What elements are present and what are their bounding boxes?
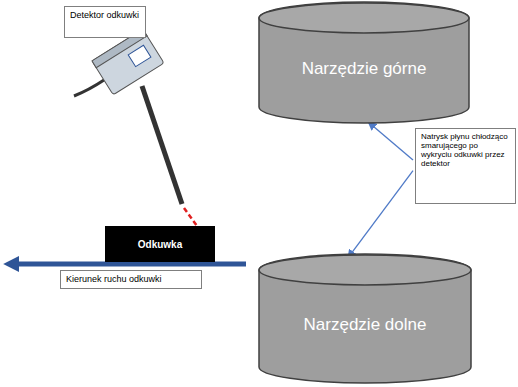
node-text: Detektor odkuwki xyxy=(70,10,140,20)
direction-label: Kierunek ruchu odkuwki xyxy=(60,270,202,289)
node-text: Narzędzie dolne xyxy=(304,303,427,335)
cylinder-top xyxy=(259,3,469,33)
node-text: Kierunek ruchu odkuwki xyxy=(66,274,196,284)
laser-beam xyxy=(184,208,197,226)
cylinder-body xyxy=(259,254,471,383)
direction-arrow xyxy=(16,262,246,267)
node-text: Natrysk płynu chłodząco smarującego po w… xyxy=(421,132,510,168)
upper-tool: Narzędzie górne xyxy=(258,2,470,124)
sensor-housing xyxy=(92,29,164,95)
cylinder-top xyxy=(259,255,471,285)
spray-arrow xyxy=(368,122,413,160)
lower-tool: Narzędzie dolne xyxy=(258,254,472,384)
detector-label: Detektor odkuwki xyxy=(64,6,146,38)
sensor-rod xyxy=(142,86,182,204)
sensor-cable xyxy=(74,80,104,96)
forging-part: Odkuwka xyxy=(105,226,215,262)
node-text: Odkuwka xyxy=(138,239,182,250)
callout-note: Natrysk płynu chłodząco smarującego po w… xyxy=(415,128,516,204)
spray-arrow xyxy=(348,171,413,258)
cylinder-body xyxy=(259,2,469,123)
node-text: Narzędzie górne xyxy=(302,47,427,79)
